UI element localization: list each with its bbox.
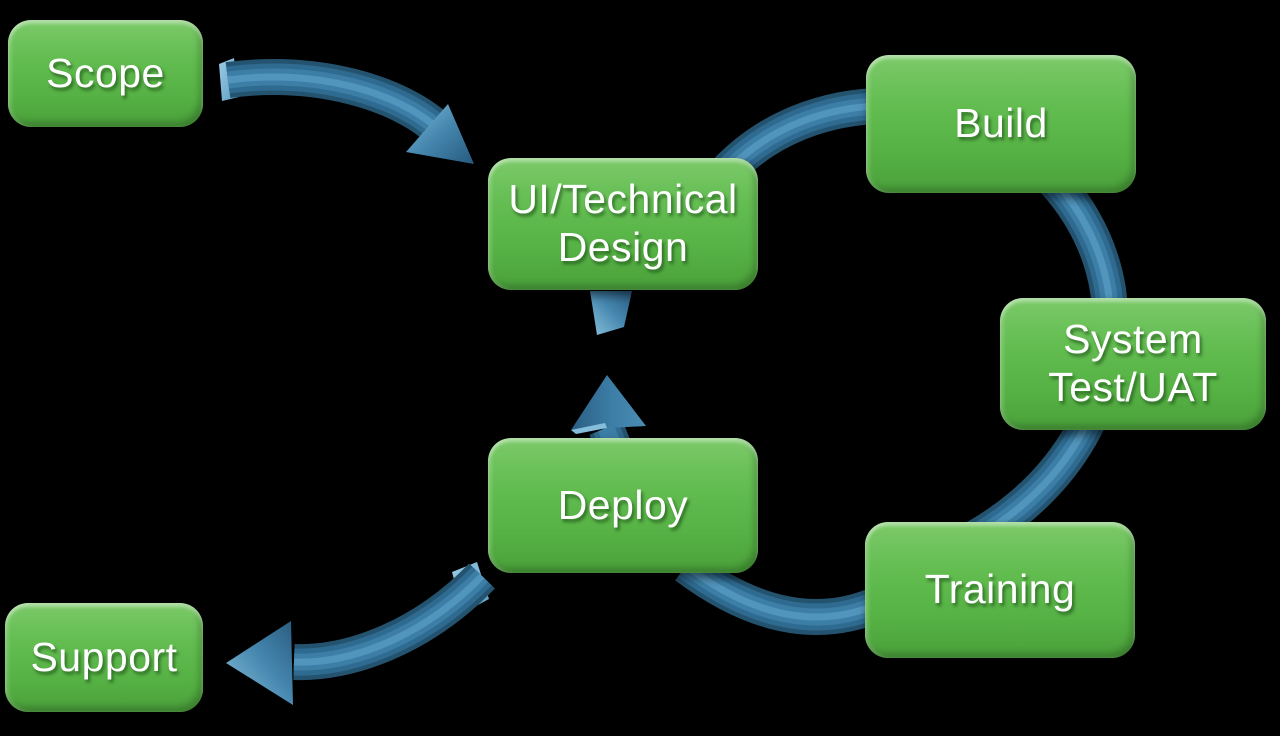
arrowhead-southeast-icon [406,104,474,164]
node-training: Training [865,522,1135,658]
node-scope: Scope [8,20,203,127]
arrowhead-left-icon [226,621,293,705]
connector-scope-to-design [219,58,474,164]
node-label-line2: Design [557,224,689,270]
node-label: Build [954,100,1048,147]
node-label-line1: System [1063,316,1203,363]
node-support: Support [5,603,203,712]
node-label: Deploy [557,481,689,528]
node-system-test-uat: System Test/UAT [1000,298,1266,430]
node-label: Scope [46,49,165,96]
node-label: Training [924,566,1076,613]
node-label-line1: UI/Technical [508,176,738,223]
connector-stub [590,291,632,335]
connector-deploy-to-support [226,562,495,705]
node-label-line2: Test/UAT [1048,364,1218,410]
node-ui-technical-design: UI/Technical Design [488,158,758,290]
node-deploy: Deploy [488,438,758,573]
arrowhead-highlight-edge [571,423,607,434]
arrowhead-up-icon [571,375,646,430]
node-label: Support [30,633,178,680]
node-build: Build [866,55,1136,193]
